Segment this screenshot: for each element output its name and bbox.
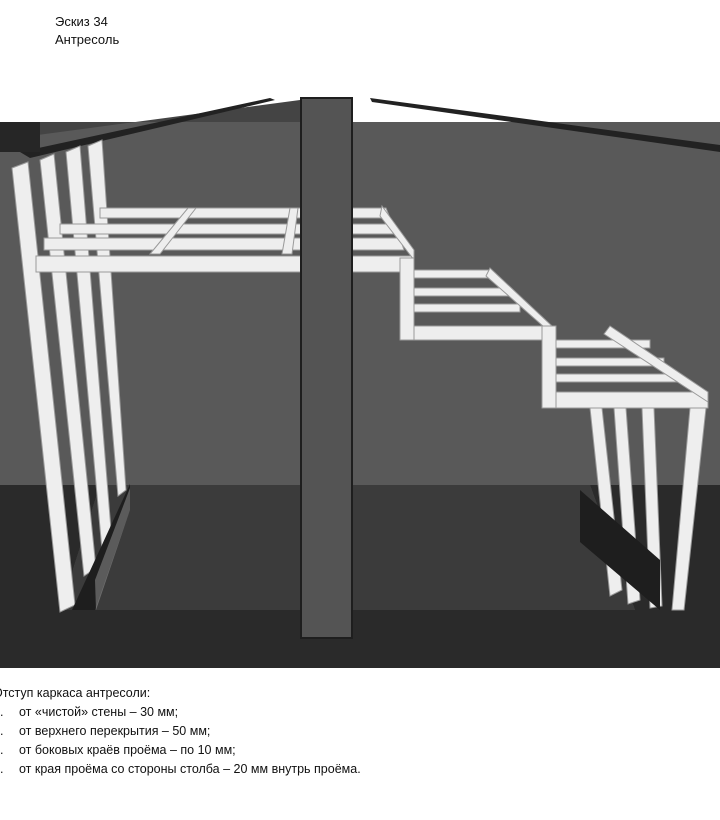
step2-riser [541, 325, 557, 409]
right-base-block [580, 490, 660, 610]
step2-rail [541, 391, 709, 409]
step1-top-2 [413, 287, 509, 297]
step1-top-1 [413, 269, 493, 279]
left-frame [11, 139, 415, 613]
ceiling-right-beam [370, 98, 720, 152]
floor [0, 485, 720, 668]
list-item: 1. от «чистой» стены – 30 мм; [0, 703, 361, 722]
ceiling-left-beam [20, 98, 275, 158]
step1-top-3 [413, 303, 521, 313]
step-frame [399, 257, 709, 611]
step1-rail [399, 325, 553, 341]
list-item-text: от боковых краёв проёма – по 10 мм; [19, 743, 236, 757]
list-item-text: от края проёма со стороны столба – 20 мм… [19, 762, 361, 776]
left-base-front [95, 488, 130, 610]
list-item-text: от верхнего перекрытия – 50 мм; [19, 724, 211, 738]
list-item-number: 1. [0, 705, 4, 719]
right-post-4 [671, 407, 707, 611]
document-header: Эскиз 34 Антресоль [55, 13, 119, 49]
notes-list: 1. от «чистой» стены – 30 мм; 2. от верхне… [0, 703, 361, 779]
list-item: 2. от верхнего перекрытия – 50 мм; [0, 722, 361, 741]
mezzanine-3d-render [0, 97, 720, 668]
ceiling-left-dark [0, 122, 40, 152]
step1-riser [399, 257, 415, 341]
list-item-number: 2. [0, 724, 4, 738]
list-item-text: от «чистой» стены – 30 мм; [19, 705, 179, 719]
sketch-number: Эскиз 34 [55, 14, 108, 29]
notes-block: Отступ каркаса антресоли: 1. от «чистой» … [0, 684, 361, 779]
left-cross-1 [148, 207, 198, 255]
list-item-number: 3. [0, 743, 4, 757]
step2-top-3 [555, 373, 681, 383]
notes-title: Отступ каркаса антресоли: [0, 686, 151, 700]
list-item: 3. от боковых краёв проёма – по 10 мм; [0, 741, 361, 760]
list-item: 4. от края проёма со стороны столба – 20 … [0, 760, 361, 779]
left-cross-2 [281, 207, 299, 255]
left-base-block [72, 484, 130, 610]
list-item-number: 4. [0, 762, 4, 776]
central-column [300, 97, 353, 639]
step2-side [603, 325, 709, 403]
sketch-title: Антресоль [55, 32, 120, 47]
left-top-rail-front [35, 255, 413, 273]
